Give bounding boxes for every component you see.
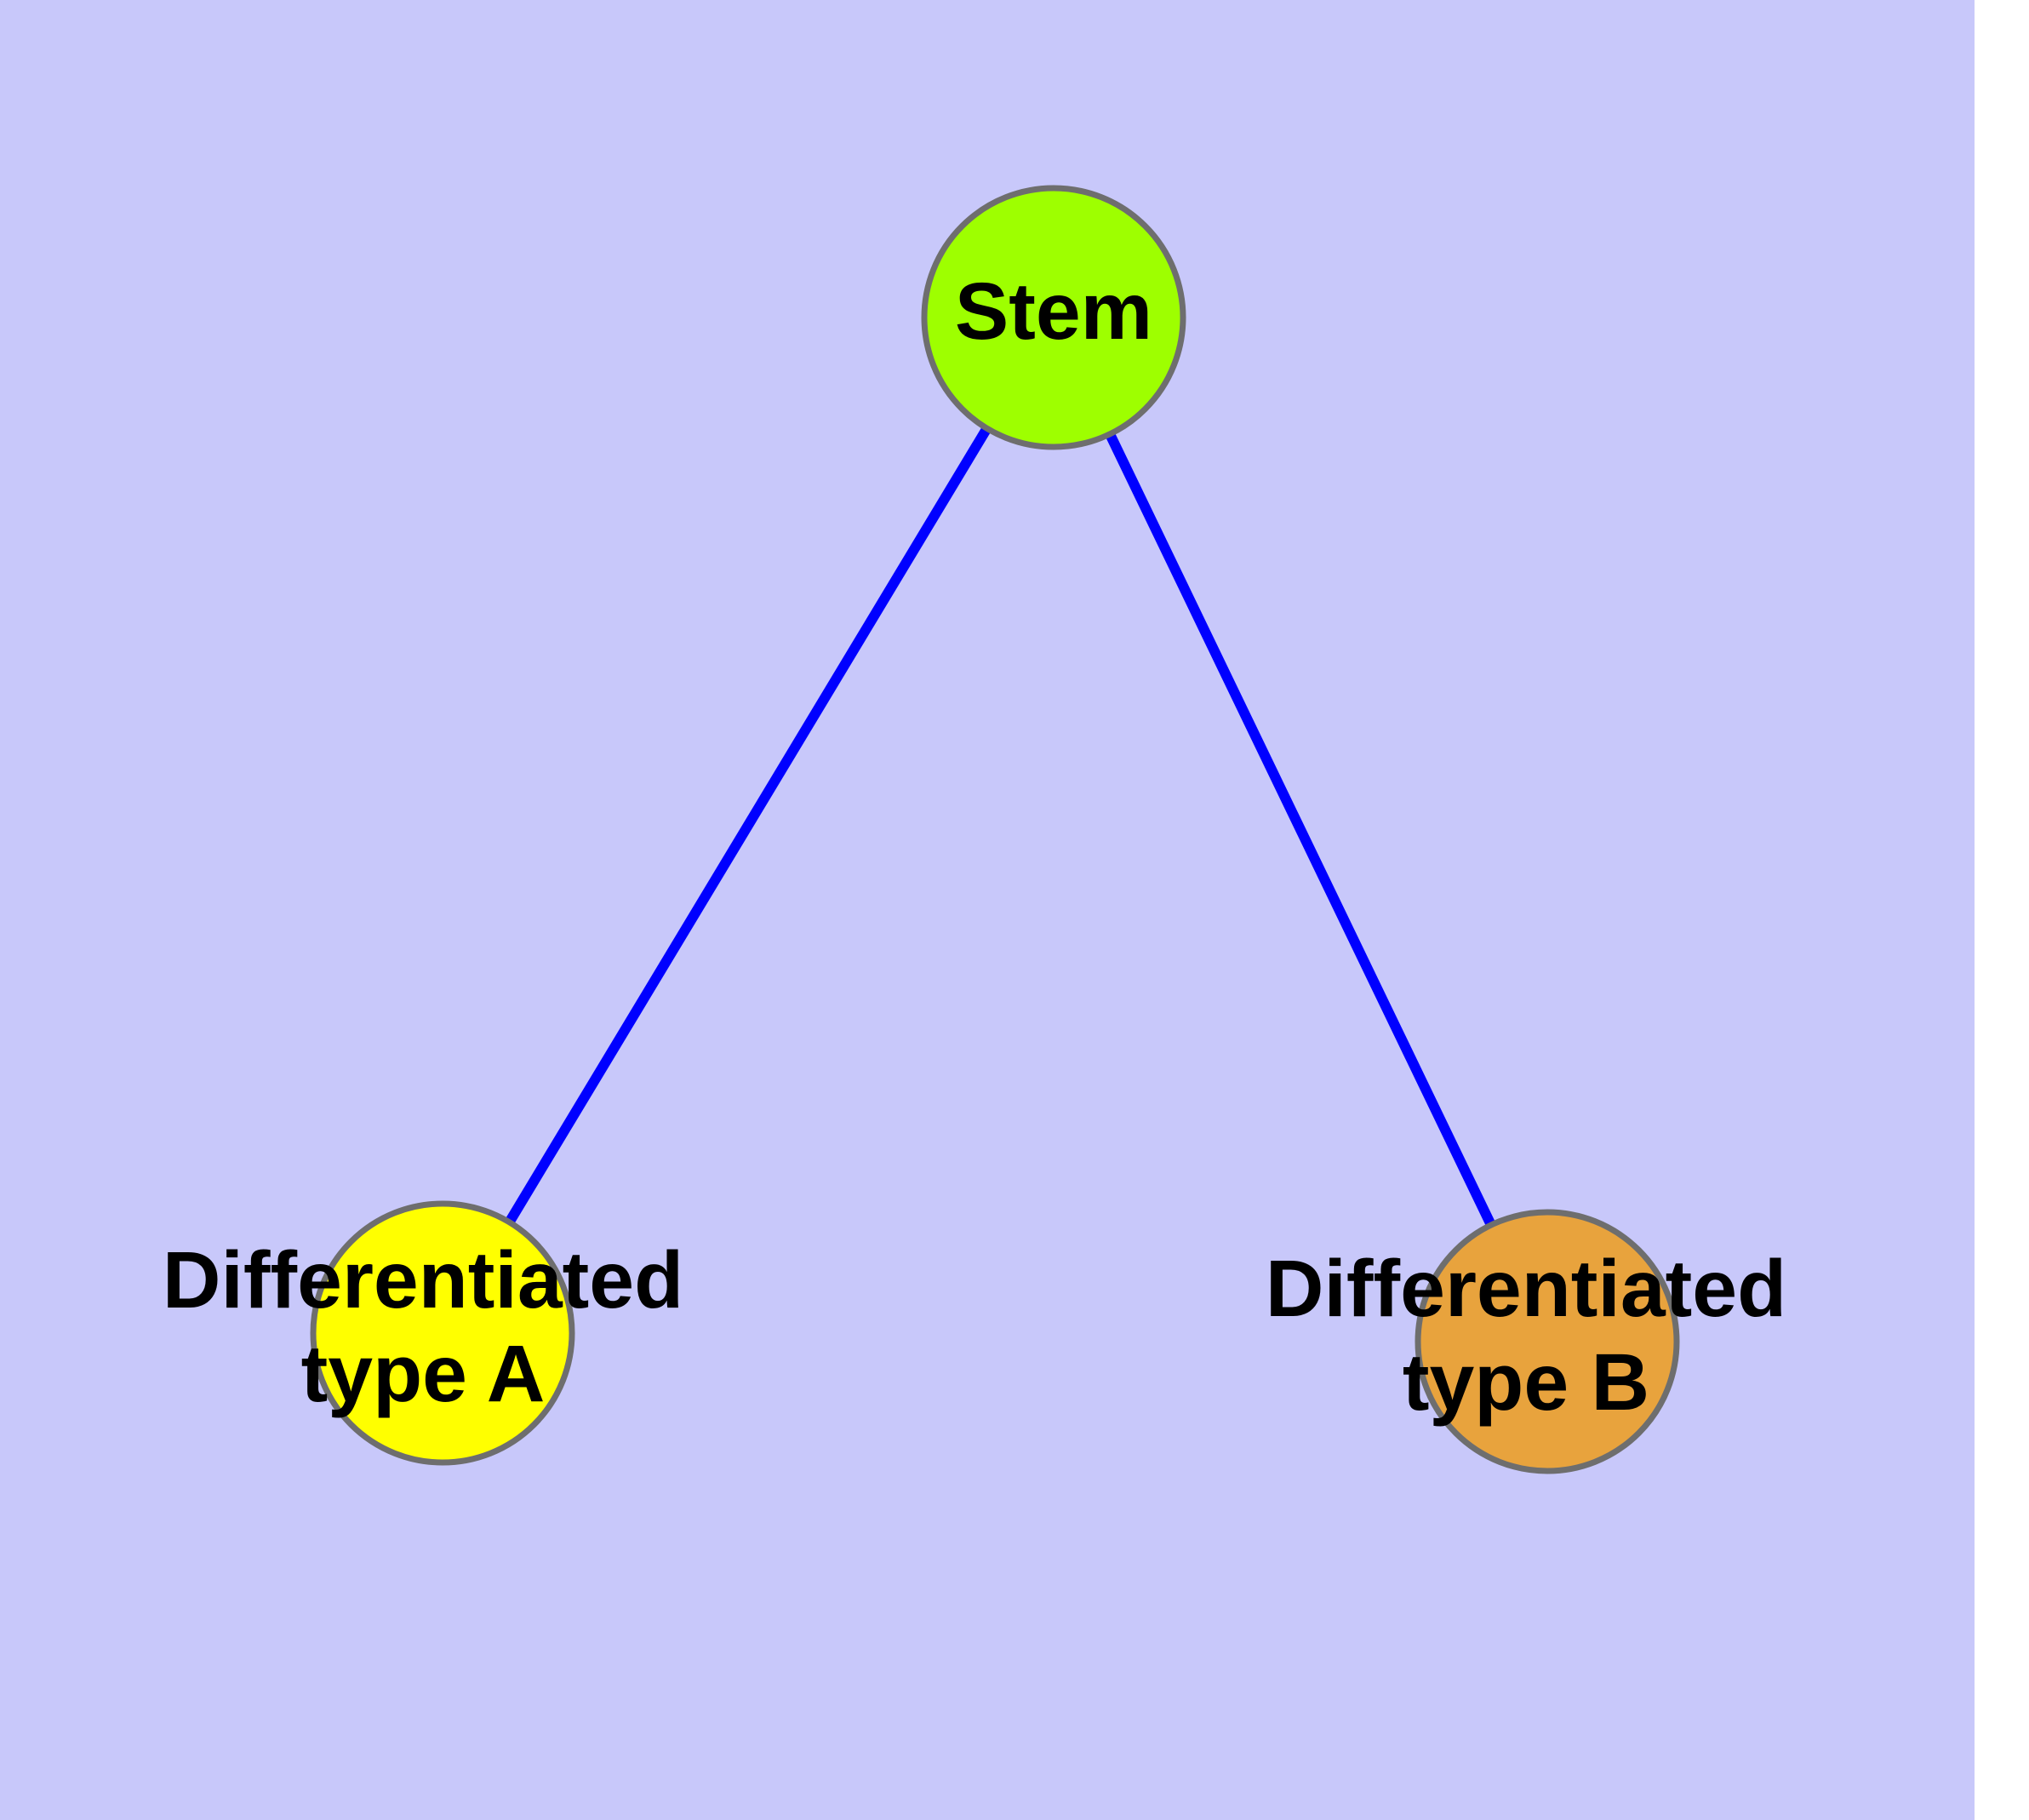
node-stem[interactable]: [921, 185, 1186, 450]
node-diff_b[interactable]: [1415, 1209, 1680, 1474]
node-label-line: Differentiated: [1266, 1244, 1786, 1334]
node-label-line: type B: [1403, 1337, 1649, 1428]
node-diff_a[interactable]: [310, 1200, 575, 1466]
edges-group: [437, 314, 1552, 1344]
node-label-line: type A: [301, 1329, 546, 1419]
edge-stem-to-diff-b[interactable]: [1049, 315, 1552, 1344]
node-label-line: Differentiated: [163, 1235, 683, 1325]
nodes-group: [310, 185, 1680, 1474]
node-label-line: Stem: [955, 266, 1152, 357]
node-label-stem: Stem: [955, 266, 1152, 357]
edge-stem-to-diff-a[interactable]: [437, 314, 1059, 1336]
